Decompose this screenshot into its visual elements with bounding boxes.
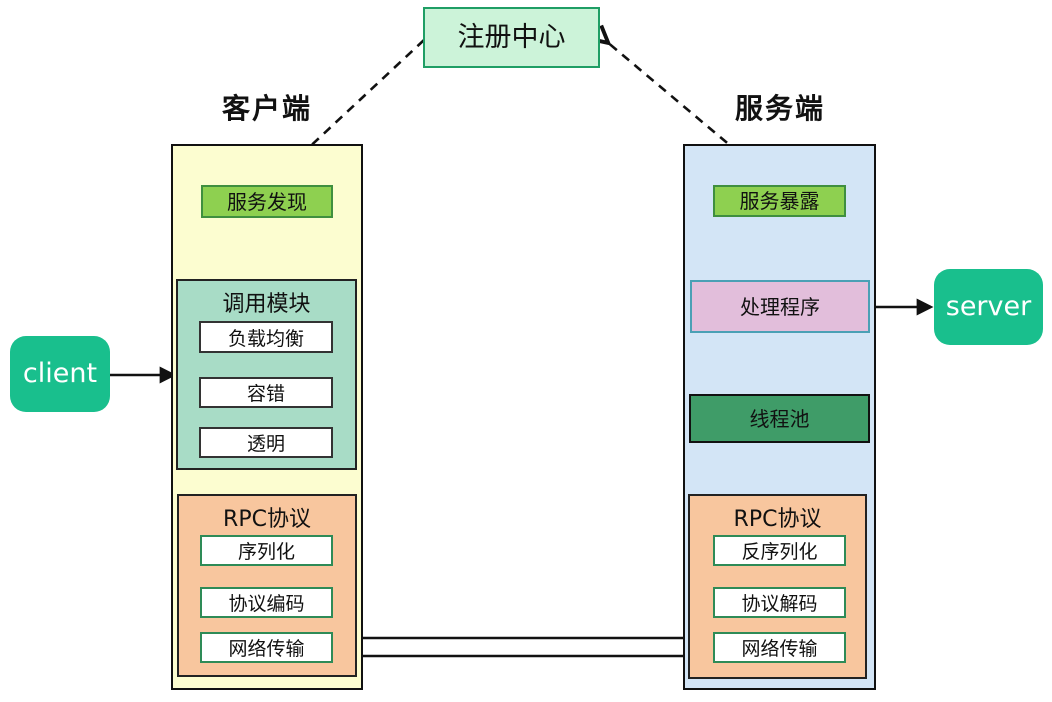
server-column-title: 服务端 (734, 91, 825, 125)
invoke-module-box: 调用模块 负载均衡 容错 透明 (176, 279, 357, 470)
load-balance-box: 负载均衡 (199, 321, 333, 353)
service-expose-box: 服务暴露 (713, 185, 846, 217)
registry-center-label: 注册中心 (457, 21, 566, 53)
server-node-label: server (945, 291, 1032, 323)
client-node: client (10, 336, 110, 412)
invoke-module-title: 调用模块 (222, 292, 311, 317)
server-node: server (934, 269, 1043, 345)
client-column-title: 客户端 (221, 91, 312, 125)
handler-box: 处理程序 (690, 280, 870, 333)
fault-tolerance-box: 容错 (199, 377, 333, 408)
thread-pool-box: 线程池 (689, 394, 870, 443)
service-expose-label: 服务暴露 (739, 189, 820, 213)
server-rpc-protocol-box: RPC协议 反序列化 协议解码 网络传输 (688, 494, 867, 679)
client-rpc-protocol-box: RPC协议 序列化 协议编码 网络传输 (177, 494, 357, 677)
protocol-decode-box: 协议解码 (713, 587, 846, 618)
service-discovery-label: 服务发现 (227, 189, 307, 214)
protocol-encode-box: 协议编码 (200, 587, 333, 618)
registry-center-box: 注册中心 (423, 7, 600, 68)
handler-label: 处理程序 (740, 294, 820, 319)
network-transport-right-box: 网络传输 (713, 632, 846, 663)
client-rpc-protocol-title: RPC协议 (223, 507, 311, 532)
network-transport-left-box: 网络传输 (200, 632, 333, 663)
transparency-box: 透明 (199, 427, 333, 458)
server-rpc-protocol-title: RPC协议 (733, 507, 822, 532)
service-discovery-box: 服务发现 (201, 185, 333, 218)
deserialization-box: 反序列化 (713, 535, 846, 566)
thread-pool-label: 线程池 (749, 406, 810, 431)
client-node-label: client (22, 358, 98, 390)
serialization-box: 序列化 (200, 535, 333, 566)
